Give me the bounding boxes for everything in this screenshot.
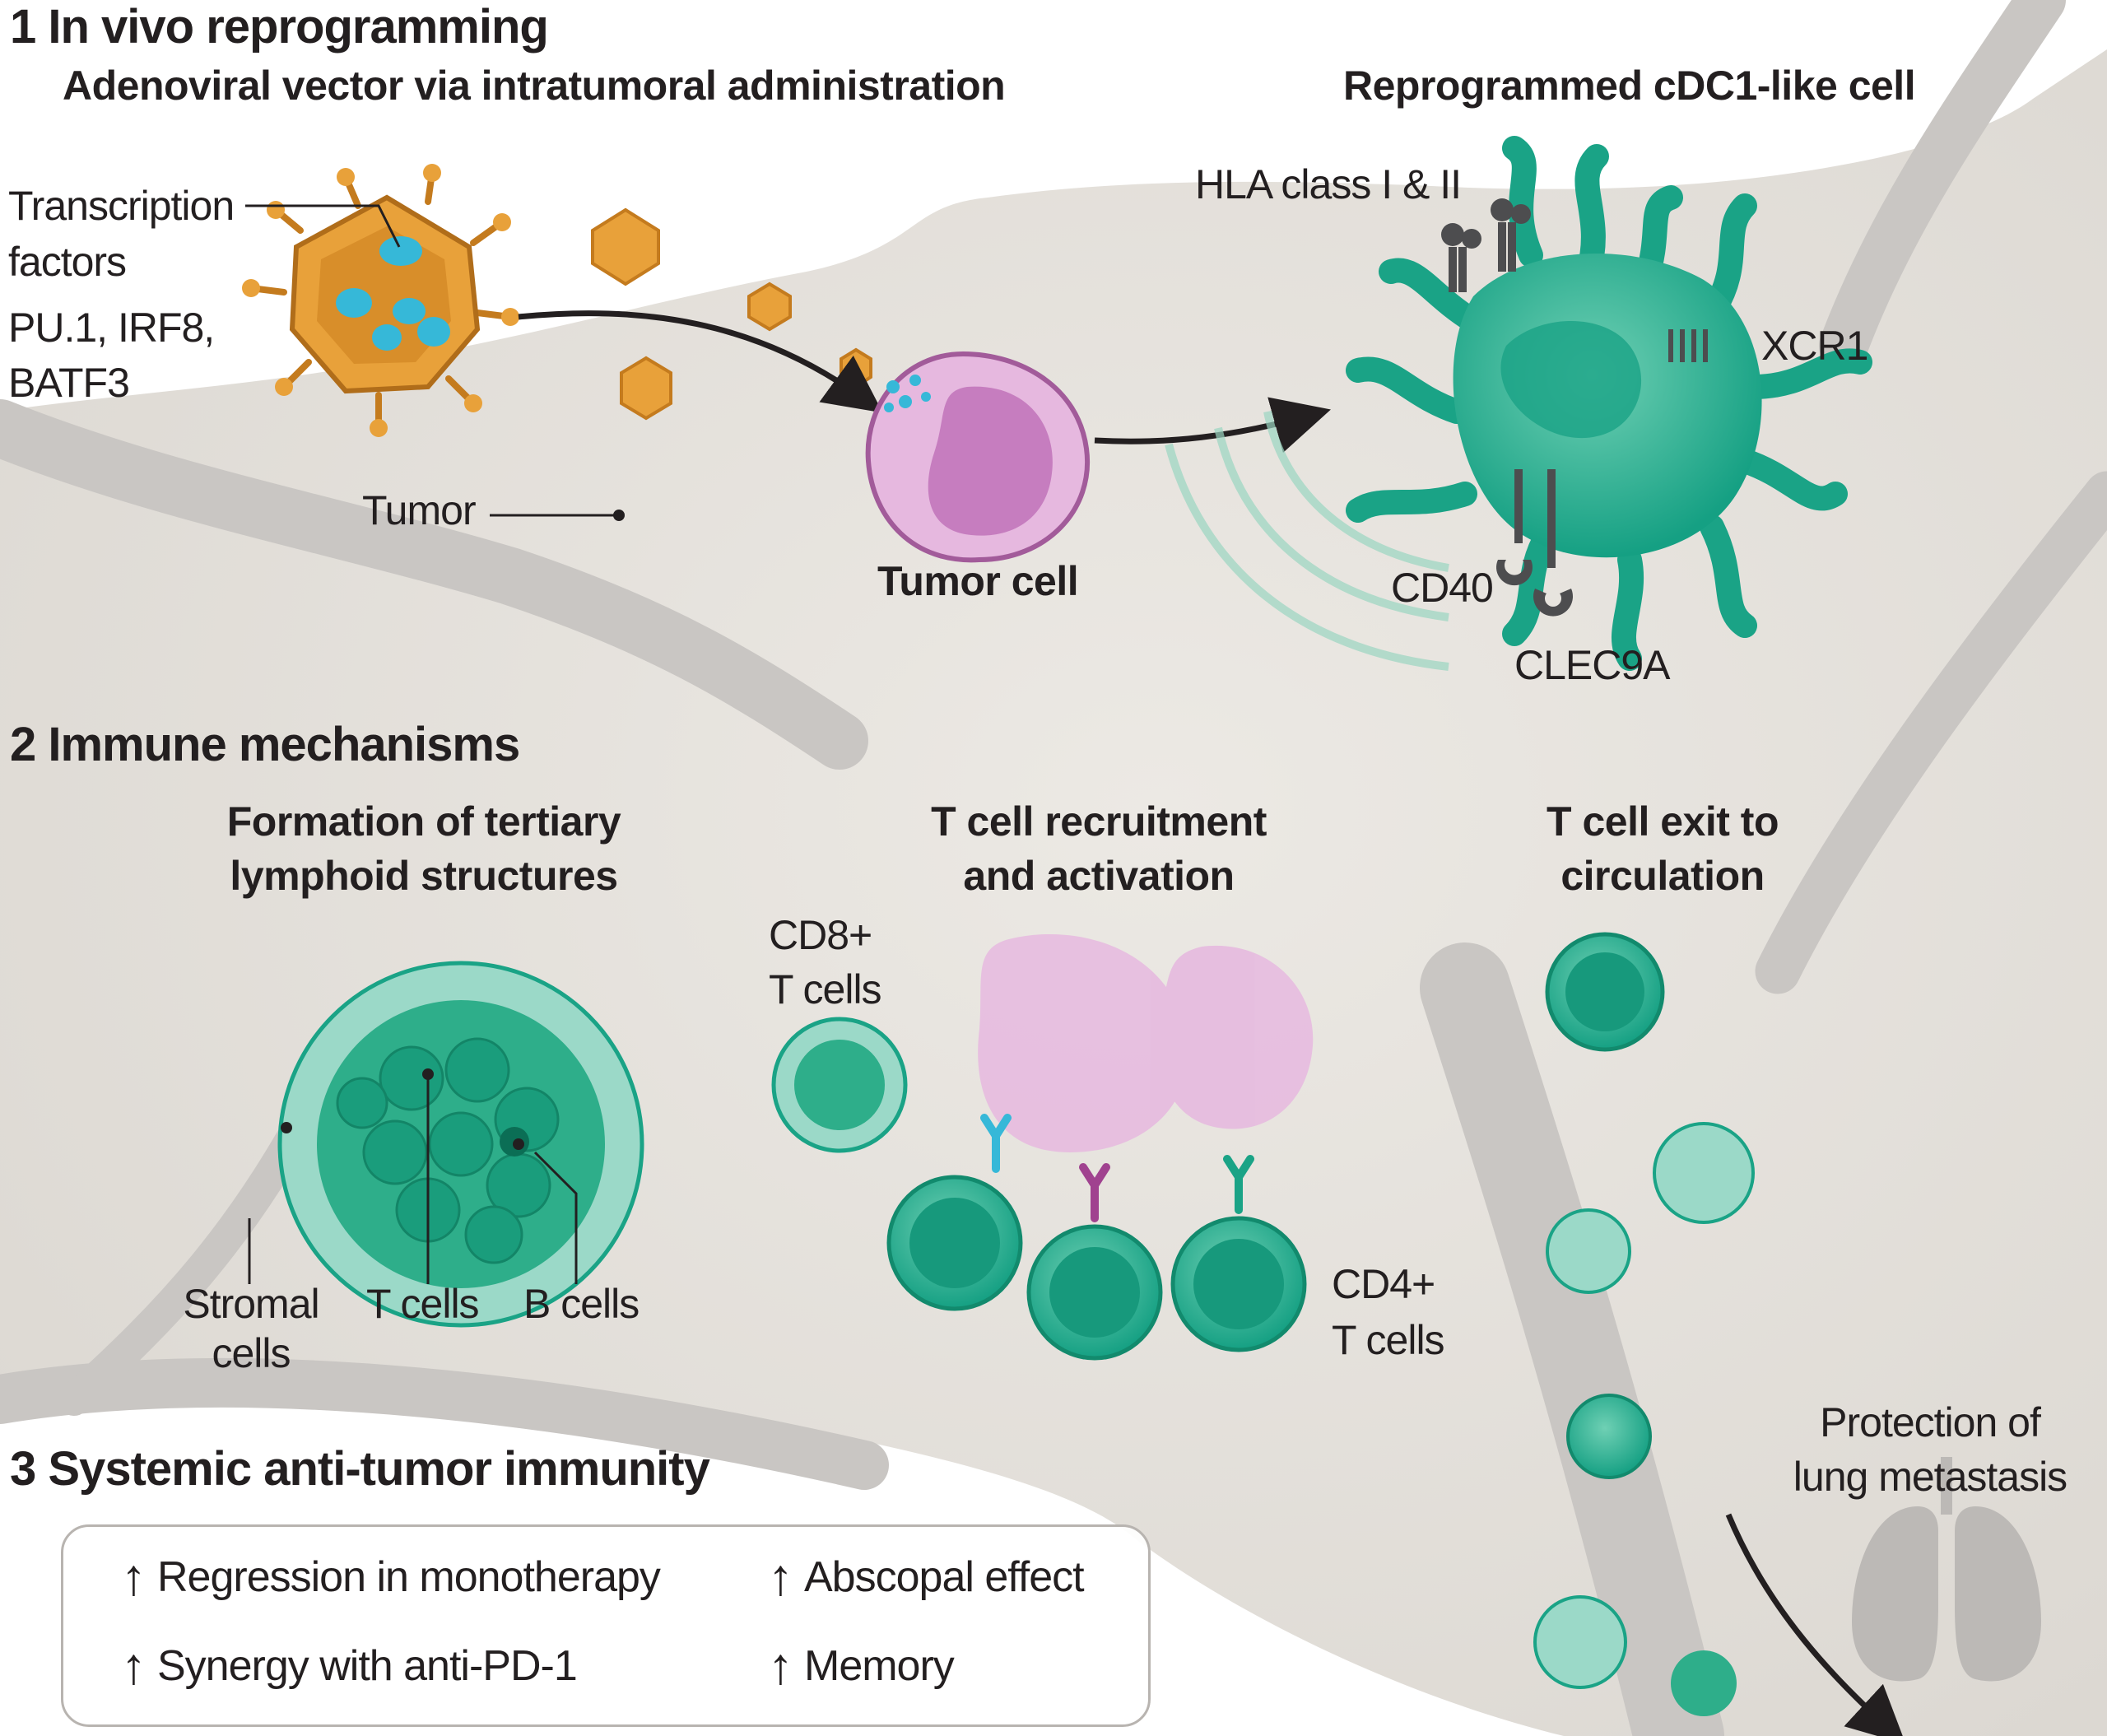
cdc1-like-cell [1346,136,1872,671]
leader-dots [281,510,625,1150]
adenovirus-large [242,164,519,437]
panel-a-title-line2: lymphoid structures [230,853,618,899]
label-pu1-irf8: PU.1, IRF8, [8,305,215,351]
arrow-to-circulation [1725,1513,1906,1736]
label-cd4-line2: T cells [1332,1317,1445,1363]
panel-b-title-line1: T cell recruitment [931,798,1267,845]
label-stromal-line2: cells [212,1330,291,1376]
label-protection-line2: lung metastasis [1793,1454,2067,1500]
section3-title: 3 Systemic anti-tumor immunity [10,1442,710,1496]
label-t-cells: T cells [366,1281,480,1327]
cd4-t-cells [886,1175,1307,1361]
cd40-clec9a-receptors [1496,469,1573,617]
cd8-t-cell [771,1017,908,1153]
section1-subtitle: Adenoviral vector via intratumoral admin… [63,63,1006,109]
up-arrow-icon: ↑ [121,1638,147,1695]
label-b-cells: B cells [523,1281,640,1327]
signal-waves [1165,411,1449,671]
panel-b-title-line2: and activation [963,853,1235,899]
label-cd40: CD40 [1391,565,1494,611]
label-batf3: BATF3 [8,360,130,406]
label-stromal-line1: Stromal [183,1281,319,1327]
label-protection-line1: Protection of [1820,1399,2041,1445]
hla-receptors [1441,198,1531,292]
transcription-factor-payload [336,236,450,351]
label-transcription: Transcription [8,183,235,229]
section2-title: 2 Immune mechanisms [10,718,520,771]
label-xcr1: XCR1 [1761,323,1868,369]
label-factors: factors [8,239,127,285]
up-arrow-icon: ↑ [121,1549,147,1606]
label-hla: HLA class I & II [1195,161,1462,207]
arrow-virus-to-tumor [518,310,883,413]
label-cd4-line1: CD4+ [1332,1261,1435,1307]
label-clec9a: CLEC9A [1514,642,1671,688]
effect-abscopal: ↑Abscopal effect [768,1549,1085,1606]
xcr1-receptor [1668,329,1708,362]
exiting-t-cells [1533,932,1755,1716]
up-arrow-icon: ↑ [768,1549,793,1606]
lungs-icon [1852,1457,2041,1682]
panel-a-title-line1: Formation of tertiary [226,798,621,845]
arrow-tumor-to-cdc1 [1094,397,1331,453]
tcr-receptors [980,1114,1254,1222]
effect-regression: ↑Regression in monotherapy [121,1549,661,1606]
label-cd8-line1: CD8+ [769,912,872,958]
tumor-cell [865,351,1091,563]
section1-title: 1 In vivo reprogramming [10,0,549,54]
label-cd8-line2: T cells [769,966,882,1012]
outcomes-box: ↑Regression in monotherapy ↑Abscopal eff… [61,1524,1151,1727]
tertiary-lymphoid-structure [277,961,644,1328]
panel-c-title-line1: T cell exit to [1547,798,1779,845]
adenovirus-small [591,207,872,421]
dying-tumor-cells [978,933,1314,1152]
effect-memory: ↑Memory [768,1638,955,1695]
label-tumor-cell: Tumor cell [877,558,1079,604]
leader-lines [245,204,619,1284]
label-tumor: Tumor [362,487,477,533]
cdc1-cell-title: Reprogrammed cDC1-like cell [1343,63,1916,109]
panel-c-title-line2: circulation [1560,853,1765,899]
up-arrow-icon: ↑ [768,1638,793,1695]
effect-synergy: ↑Synergy with anti-PD-1 [121,1638,578,1695]
